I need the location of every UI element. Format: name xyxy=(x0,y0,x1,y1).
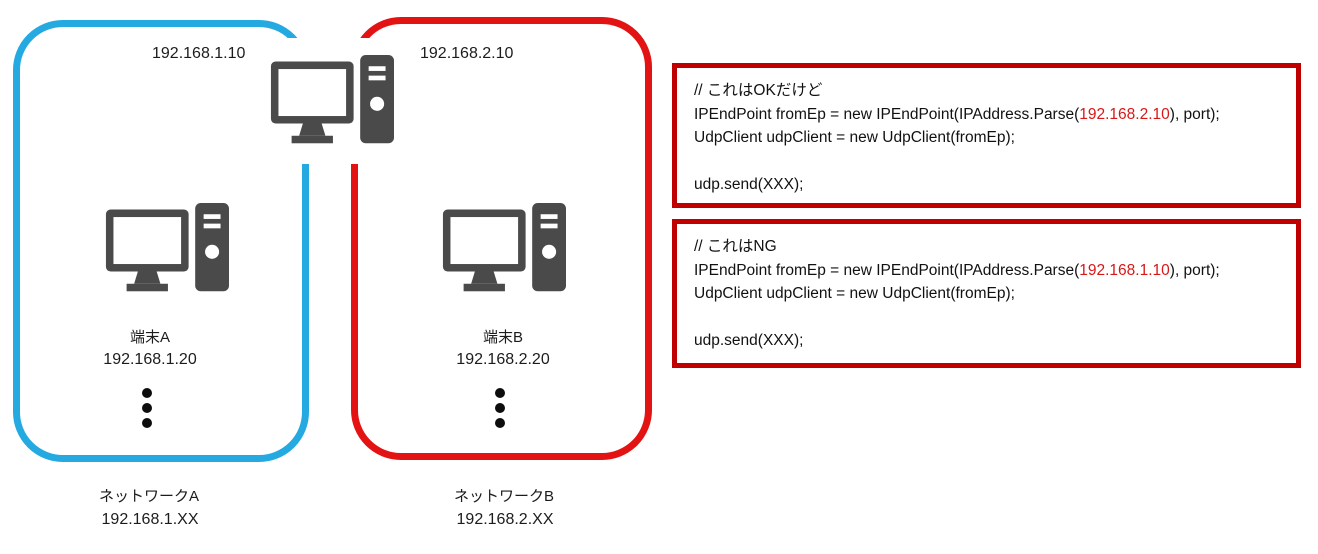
terminal-a-ip: 192.168.1.20 xyxy=(103,351,197,368)
highlighted-ip: 192.168.2.10 xyxy=(1079,105,1170,123)
code-send-line: udp.send(XXX); xyxy=(694,332,804,349)
code-text: IPEndPoint fromEp = new IPEndPoint(IPAdd… xyxy=(694,105,1080,123)
dot xyxy=(142,388,152,398)
network-b-subnet: 192.168.2.XX xyxy=(456,511,554,528)
code-text: IPEndPoint fromEp = new IPEndPoint(IPAdd… xyxy=(694,261,1080,279)
dot xyxy=(495,418,505,428)
code-text: ), port); xyxy=(1169,105,1220,123)
dot xyxy=(495,403,505,413)
network-b-label: ネットワークB xyxy=(453,488,555,505)
network-a-label: ネットワークA xyxy=(98,488,200,505)
code-send-line: udp.send(XXX); xyxy=(694,176,804,193)
blank-line xyxy=(694,306,1296,330)
code-box-ng: // これはNG IPEndPoint fromEp = new IPEndPo… xyxy=(672,219,1301,368)
router-computer-icon xyxy=(266,38,398,164)
code-endpoint-line: IPEndPoint fromEp = new IPEndPoint(IPAdd… xyxy=(694,103,1296,127)
code-text: ), port); xyxy=(1169,261,1220,279)
dot xyxy=(495,388,505,398)
blank-line xyxy=(694,150,1296,174)
computer-icon xyxy=(442,202,566,292)
router-ip-network-b: 192.168.2.10 xyxy=(420,45,514,62)
dot xyxy=(142,403,152,413)
code-client-line: UdpClient udpClient = new UdpClient(from… xyxy=(694,129,1015,146)
router-ip-network-a: 192.168.1.10 xyxy=(152,45,246,62)
computer-icon xyxy=(270,54,394,144)
terminal-b-name: 端末B xyxy=(482,329,524,346)
code-comment: // これはNG xyxy=(694,238,777,255)
terminal-b-ip: 192.168.2.20 xyxy=(456,351,550,368)
code-box-ok: // これはOKだけど IPEndPoint fromEp = new IPEn… xyxy=(672,63,1301,208)
dot xyxy=(142,418,152,428)
code-comment: // これはOKだけど xyxy=(694,82,823,99)
code-endpoint-line: IPEndPoint fromEp = new IPEndPoint(IPAdd… xyxy=(694,259,1296,283)
ellipsis-icon xyxy=(495,388,505,428)
computer-icon xyxy=(105,202,229,292)
ellipsis-icon xyxy=(142,388,152,428)
terminal-a-name: 端末A xyxy=(129,329,171,346)
network-a-boundary xyxy=(13,20,309,462)
highlighted-ip: 192.168.1.10 xyxy=(1079,261,1170,279)
terminal-b-computer-icon xyxy=(432,193,576,305)
network-b-boundary xyxy=(351,17,652,460)
code-client-line: UdpClient udpClient = new UdpClient(from… xyxy=(694,285,1015,302)
terminal-a-computer-icon xyxy=(95,193,239,305)
network-a-subnet: 192.168.1.XX xyxy=(101,511,199,528)
